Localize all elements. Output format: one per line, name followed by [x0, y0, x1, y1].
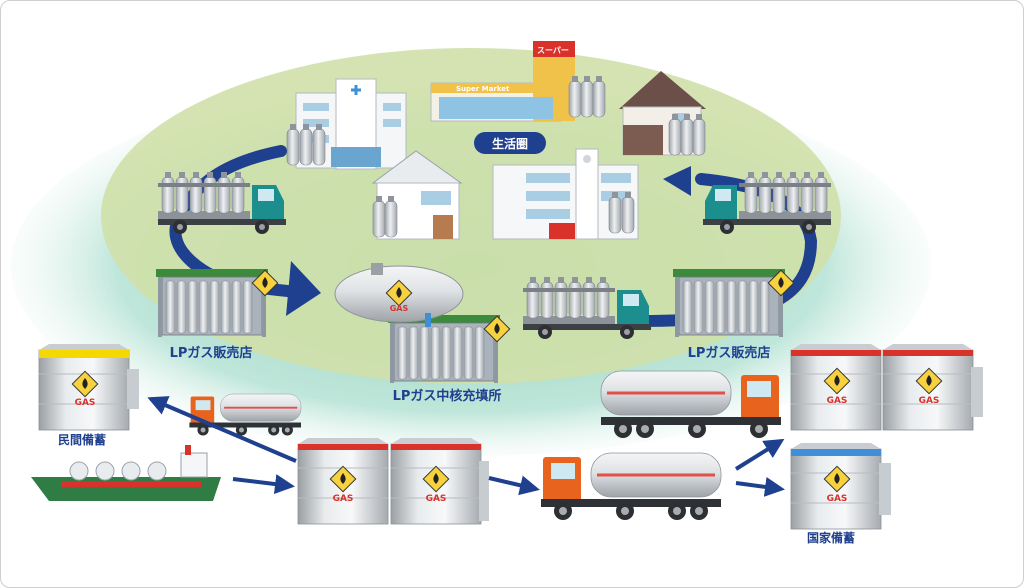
living-area-badge: 生活圏 — [474, 132, 546, 154]
national-reserve-tank-1: GAS — [790, 343, 882, 431]
national-reserve-tank-2: GAS — [882, 343, 983, 431]
supermarket-banner-text: Super Market — [456, 85, 510, 93]
small-tanker-truck — [188, 393, 302, 437]
national-reserve-label: 国家備蓄 — [807, 530, 855, 545]
flow-arrowhead-right — [663, 166, 691, 196]
lp-dealer-label-left: LPガス販売店 — [170, 345, 253, 361]
tanker-to-national-arrow-1 — [734, 438, 785, 471]
living-area-label: 生活圏 — [492, 136, 528, 151]
private-reserve-tank: GAS — [38, 343, 139, 431]
tanker-truck-right — [599, 369, 783, 440]
supermarket-sign-text: スーパー — [537, 45, 569, 55]
house-left — [371, 150, 463, 240]
gas-text: GAS — [827, 494, 848, 504]
terminal-to-tanker-arrow — [488, 475, 540, 496]
gas-text: GAS — [75, 398, 96, 408]
tanker-to-national-arrow-2 — [735, 476, 785, 497]
private-reserve-label: 民間備蓄 — [58, 432, 106, 447]
lp-dealer-depot-right — [672, 268, 786, 338]
flow-arrows — [147, 396, 785, 497]
flow-arrowhead-left — [286, 261, 321, 316]
lpg-tanker-ship — [31, 445, 221, 501]
terminal-tank-2: GAS — [390, 437, 489, 525]
lp-dealer-label-right: LPガス販売店 — [688, 345, 771, 361]
apartment-building — [492, 148, 639, 240]
gas-text: GAS — [333, 494, 354, 504]
core-filling-depot — [387, 314, 501, 384]
ship-to-terminal-arrow — [232, 474, 295, 495]
gas-text: GAS — [426, 494, 447, 504]
house-right — [619, 71, 706, 156]
lp-core-filling-label: LPガス中核充填所 — [393, 388, 502, 404]
terminal-tank-1: GAS — [297, 437, 389, 525]
lp-dealer-depot-left — [155, 268, 269, 338]
gas-text: GAS — [919, 396, 940, 406]
national-reserve-tank-3: GAS — [790, 442, 891, 530]
tanker-truck-bottom — [539, 451, 723, 522]
gas-text: GAS — [390, 304, 409, 313]
terminal-to-private-arrow — [147, 396, 297, 463]
supermarket-building: Super Market スーパー — [430, 41, 606, 122]
gas-text: GAS — [827, 396, 848, 406]
bulk-storage-tank: GAS — [334, 263, 464, 327]
hospital-building — [286, 78, 407, 170]
